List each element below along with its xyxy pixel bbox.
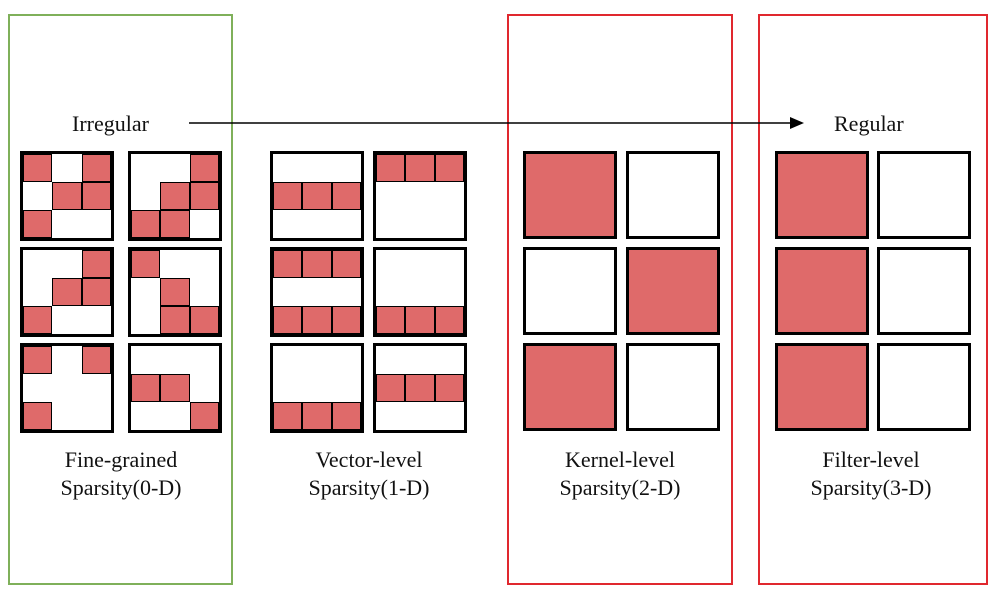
filled-weight-cell: [302, 250, 332, 278]
vector-kernel: [270, 343, 364, 433]
filled-weight-cell: [23, 306, 53, 334]
filled-weight-cell: [434, 374, 464, 402]
filter-kernel: [877, 151, 971, 239]
vector-level-title: Vector-level Sparsity(1-D): [259, 446, 479, 502]
filter-level-title-line1: Filter-level: [822, 447, 920, 472]
filled-weight-cell: [302, 306, 332, 334]
filled-weight-cell: [52, 182, 82, 210]
kernel-kernel: [523, 247, 617, 335]
filter-kernel: [775, 343, 869, 431]
fine-kernel: [20, 247, 114, 337]
fine-kernel: [128, 247, 222, 337]
filled-weight-cell: [160, 210, 190, 238]
filled-weight-cell: [331, 250, 361, 278]
filled-weight-cell: [331, 402, 361, 430]
filled-weight-cell: [189, 402, 219, 430]
kernel-kernel: [523, 151, 617, 239]
filled-weight-cell: [81, 278, 111, 306]
filled-weight-cell: [331, 306, 361, 334]
vector-kernel: [373, 151, 467, 241]
fine-kernel: [128, 151, 222, 241]
vector-kernel: [373, 247, 467, 337]
filled-weight-cell: [81, 182, 111, 210]
kernel-level-title: Kernel-level Sparsity(2-D): [510, 446, 730, 502]
filter-level-title-line2: Sparsity(3-D): [810, 475, 932, 500]
filled-weight-cell: [81, 346, 111, 374]
filled-weight-cell: [52, 278, 82, 306]
filter-level-title: Filter-level Sparsity(3-D): [761, 446, 981, 502]
fine-grained-title: Fine-grained Sparsity(0-D): [11, 446, 231, 502]
filled-weight-cell: [81, 250, 111, 278]
filled-weight-cell: [131, 374, 161, 402]
filled-weight-cell: [189, 306, 219, 334]
filled-weight-cell: [189, 154, 219, 182]
fine-kernel: [128, 343, 222, 433]
filter-kernel: [877, 247, 971, 335]
filled-weight-cell: [302, 402, 332, 430]
filled-weight-cell: [273, 402, 303, 430]
filled-weight-cell: [131, 210, 161, 238]
vector-kernel: [270, 151, 364, 241]
fine-grained-title-line2: Sparsity(0-D): [60, 475, 182, 500]
filter-kernel: [877, 343, 971, 431]
filled-weight-cell: [434, 154, 464, 182]
filled-weight-cell: [23, 210, 53, 238]
kernel-kernel: [523, 343, 617, 431]
fine-grained-title-line1: Fine-grained: [64, 447, 178, 472]
filled-weight-cell: [331, 182, 361, 210]
filled-weight-cell: [23, 154, 53, 182]
filter-kernel: [775, 151, 869, 239]
filter-kernel: [775, 247, 869, 335]
filled-weight-cell: [405, 374, 435, 402]
filled-weight-cell: [160, 182, 190, 210]
fine-kernel: [20, 151, 114, 241]
filled-weight-cell: [434, 306, 464, 334]
filled-weight-cell: [131, 250, 161, 278]
filled-weight-cell: [160, 278, 190, 306]
fine-grained-frame: [8, 14, 233, 585]
filled-weight-cell: [376, 306, 406, 334]
filled-weight-cell: [405, 306, 435, 334]
arrow-head: [790, 117, 804, 129]
filled-weight-cell: [273, 306, 303, 334]
filled-weight-cell: [273, 250, 303, 278]
filled-weight-cell: [81, 154, 111, 182]
vector-kernel: [270, 247, 364, 337]
filled-weight-cell: [189, 182, 219, 210]
filled-weight-cell: [160, 306, 190, 334]
filter-level-frame: [758, 14, 988, 585]
filled-weight-cell: [302, 182, 332, 210]
kernel-kernel: [626, 343, 720, 431]
kernel-level-title-line1: Kernel-level: [565, 447, 675, 472]
kernel-kernel: [626, 247, 720, 335]
filled-weight-cell: [376, 154, 406, 182]
filled-weight-cell: [23, 402, 53, 430]
kernel-level-frame: [507, 14, 733, 585]
vector-level-title-line1: Vector-level: [315, 447, 423, 472]
regular-label: Regular: [834, 111, 904, 136]
vector-level-title-line2: Sparsity(1-D): [308, 475, 430, 500]
filled-weight-cell: [23, 346, 53, 374]
filled-weight-cell: [160, 374, 190, 402]
filled-weight-cell: [273, 182, 303, 210]
filled-weight-cell: [405, 154, 435, 182]
kernel-kernel: [626, 151, 720, 239]
irregular-label: Irregular: [72, 111, 149, 136]
kernel-level-title-line2: Sparsity(2-D): [559, 475, 681, 500]
fine-kernel: [20, 343, 114, 433]
filled-weight-cell: [376, 374, 406, 402]
vector-kernel: [373, 343, 467, 433]
